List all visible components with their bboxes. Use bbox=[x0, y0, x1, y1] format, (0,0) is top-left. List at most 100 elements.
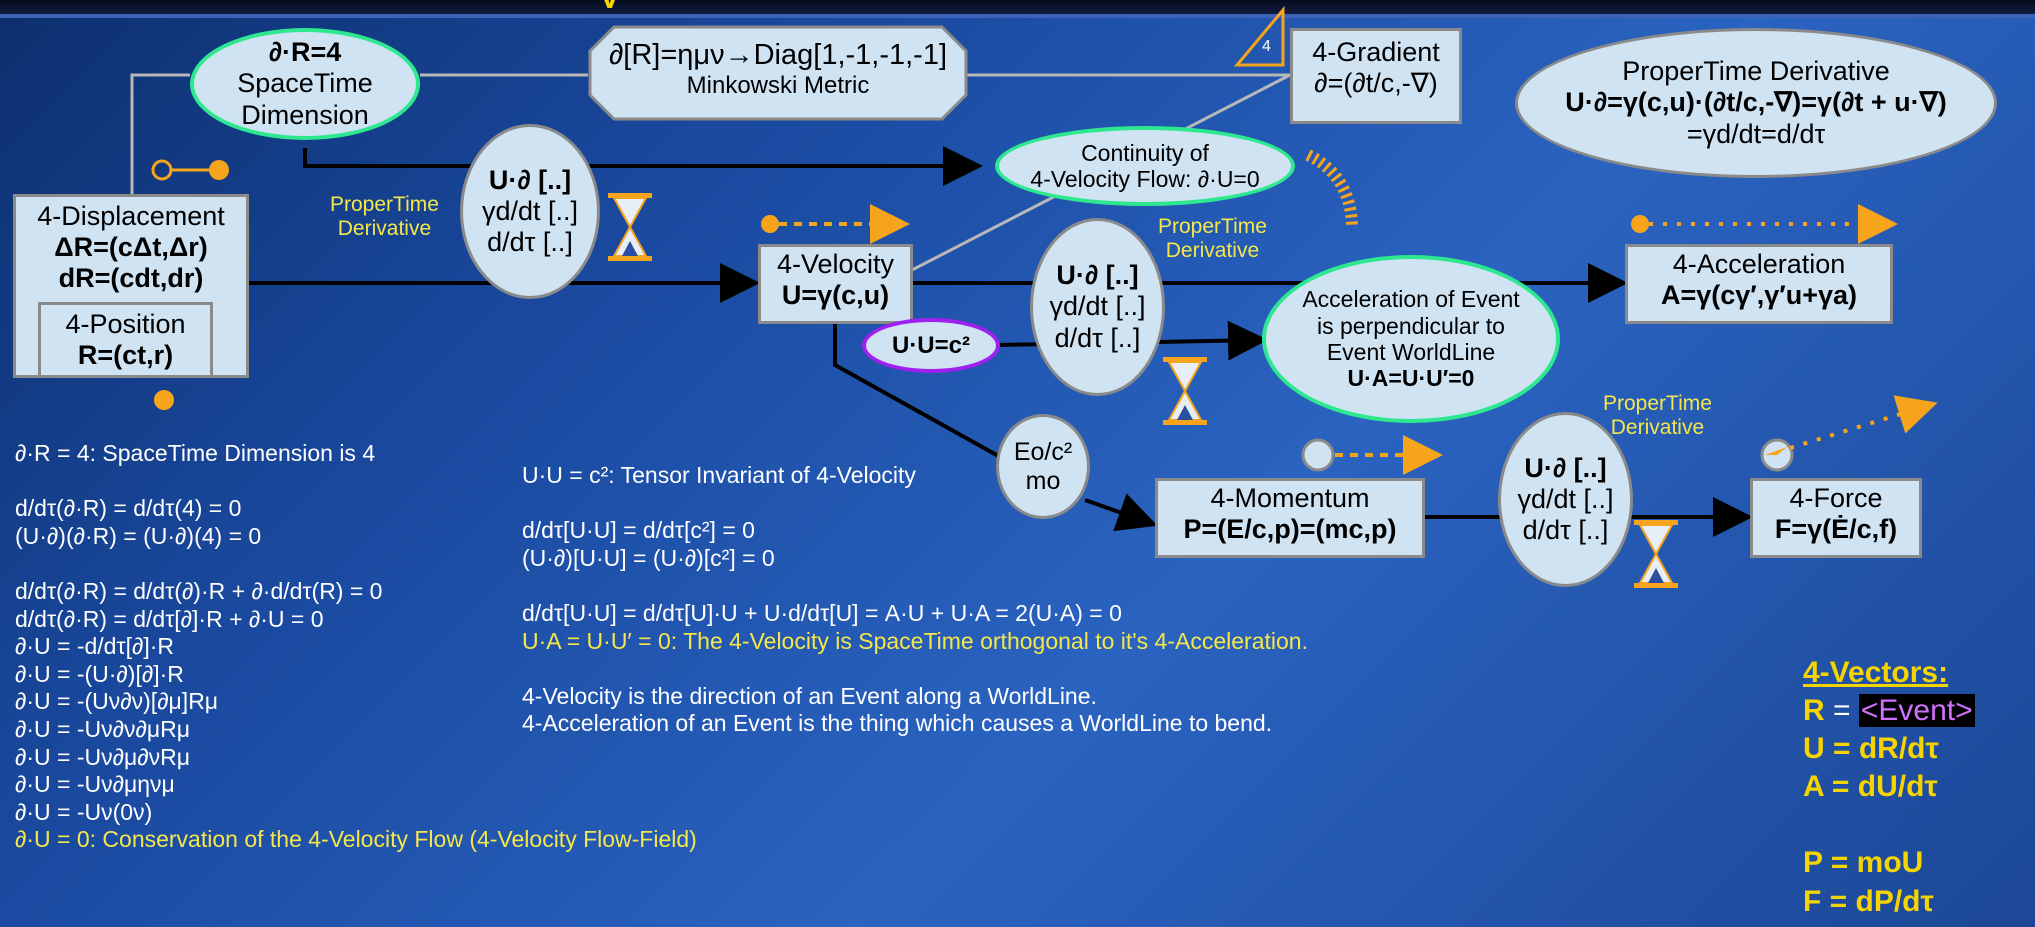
deriv2-line3: d/dτ [..] bbox=[1054, 322, 1141, 353]
deriv1-line3: d/dτ [..] bbox=[487, 227, 573, 258]
deriv2-line2: γd/dt [..] bbox=[1049, 291, 1146, 322]
position-title: 4-Position bbox=[65, 309, 186, 339]
deriv3-line3: d/dτ [..] bbox=[1522, 515, 1609, 546]
dim-line1: ∂·R=4 bbox=[268, 37, 342, 68]
legend-u: U = dR/dτ bbox=[1803, 732, 1939, 766]
rest-mass-line1: Eo/c² bbox=[1013, 437, 1073, 466]
dim-line2: SpaceTime bbox=[237, 68, 373, 99]
ptl1-line1: ProperTime bbox=[330, 193, 439, 216]
left-line: (U·∂)(∂·R) = (U·∂)(4) = 0 bbox=[15, 522, 262, 549]
middle-derivation-text: U·U = c²: Tensor Invariant of 4-Velocity… bbox=[522, 462, 1308, 738]
mid-line bbox=[522, 490, 1308, 518]
velocity-node: 4-Velocity U=γ(c,u) bbox=[758, 244, 913, 324]
ptl3-line2: Derivative bbox=[1610, 416, 1705, 440]
deriv1-line1: U·∂ [..] bbox=[488, 164, 572, 195]
continuity-line2: 4-Velocity Flow: ∂·U=0 bbox=[1030, 166, 1260, 192]
mid-line: d/dτ[U·U] = d/dτ[U]·U + U·d/dτ[U] = A·U … bbox=[522, 599, 1122, 626]
left-line: ∂·U = -Uν∂μ∂νRμ bbox=[15, 743, 190, 770]
left-line: ∂·U = -(U·∂)[∂]·R bbox=[15, 660, 184, 687]
left-line: ∂·U = -Uν∂μηνμ bbox=[15, 771, 175, 798]
left-derivation-text: ∂·R = 4: SpaceTime Dimension is 4 d/dτ(∂… bbox=[15, 440, 697, 854]
title-fragment: y bbox=[600, 0, 640, 8]
acceleration-event-node: Acceleration of Event is perpendicular t… bbox=[1262, 255, 1560, 423]
displacement-diff: dR=(cdt,dr) bbox=[58, 263, 204, 294]
derivative-operator-1: U·∂ [..] γd/dt [..] d/dτ [..] bbox=[460, 124, 600, 299]
force-node: 4-Force F=γ(Ė/c,f) bbox=[1750, 478, 1922, 558]
legend-heading: 4-Vectors: bbox=[1803, 656, 1949, 689]
top-divider bbox=[0, 16, 2035, 18]
left-line: ∂·U = -Uν(0ν) bbox=[15, 798, 153, 825]
left-conclusion: ∂·U = 0: Conservation of the 4-Velocity … bbox=[15, 826, 697, 853]
ae-line3: Event WorldLine bbox=[1326, 339, 1496, 365]
legend-r-eq: = bbox=[1833, 694, 1851, 728]
left-line: ∂·U = -d/dτ[∂]·R bbox=[15, 633, 174, 660]
triangle-label: 4 bbox=[1262, 38, 1271, 55]
mid-line: (U·∂)[U·U] = (U·∂)[c²] = 0 bbox=[522, 544, 775, 571]
derivative-operator-3: U·∂ [..] γd/dt [..] d/dτ [..] bbox=[1498, 412, 1633, 587]
force-title: 4-Force bbox=[1789, 483, 1883, 513]
mid-line: U·U = c²: Tensor Invariant of 4-Velocity bbox=[522, 462, 916, 488]
deriv3-line1: U·∂ [..] bbox=[1524, 452, 1607, 483]
ptl1-line2: Derivative bbox=[337, 217, 432, 241]
ae-line1: Acceleration of Event bbox=[1302, 286, 1520, 313]
acceleration-node: 4-Acceleration A=γ(cγ′,γ′u+γa) bbox=[1625, 244, 1893, 324]
legend-r-value: <Event> bbox=[1858, 694, 1975, 728]
top-banner bbox=[0, 0, 2035, 16]
line-to-continuity bbox=[303, 146, 983, 186]
derivative-operator-2: U·∂ [..] γd/dt [..] d/dτ [..] bbox=[1030, 218, 1165, 396]
ae-line4: U·A=U·U′=0 bbox=[1347, 365, 1475, 392]
spacetime-dimension-node: ∂·R=4 SpaceTime Dimension bbox=[190, 28, 420, 140]
gradient-formula: ∂=(∂t/c,-∇) bbox=[1314, 68, 1438, 99]
legend-r-symbol: R bbox=[1803, 694, 1825, 728]
left-line: ∂·R = 4: SpaceTime Dimension is 4 bbox=[15, 440, 376, 466]
legend-a: A = dU/dτ bbox=[1803, 770, 1938, 804]
ptd-line3: =γd/dt=d/dτ bbox=[1686, 118, 1826, 149]
mid-note: 4-Velocity is the direction of an Event … bbox=[522, 682, 1097, 709]
minkowski-metric-node: ∂[R]=ημν→Diag[1,-1,-1,-1] Minkowski Metr… bbox=[588, 25, 968, 121]
deriv3-line2: γd/dt [..] bbox=[1517, 483, 1614, 514]
left-line: d/dτ(∂·R) = d/dτ[∂]·R + ∂·U = 0 bbox=[15, 605, 324, 632]
hourglass-icon-2 bbox=[1163, 357, 1207, 425]
acceleration-title: 4-Acceleration bbox=[1672, 249, 1846, 279]
ptl3-line1: ProperTime bbox=[1603, 392, 1712, 415]
left-line: ∂·U = -Uν∂ν∂μRμ bbox=[15, 715, 190, 742]
triangle-icon bbox=[1233, 5, 1285, 67]
rest-mass-line2: mo bbox=[1025, 466, 1061, 495]
propertime-derivative-node: ProperTime Derivative U·∂=γ(c,u)·(∂t/c,-… bbox=[1515, 28, 1997, 178]
four-vectors-legend: 4-Vectors: R = <Event> U = dR/dτ A = dU/… bbox=[1803, 654, 1975, 921]
displacement-title: 4-Displacement bbox=[37, 201, 225, 231]
legend-f: F = dP/dτ bbox=[1803, 884, 1934, 918]
left-line: d/dτ(∂·R) = d/dτ(4) = 0 bbox=[15, 495, 242, 522]
momentum-title: 4-Momentum bbox=[1210, 483, 1370, 513]
uu-node: U·U=c² bbox=[862, 318, 1000, 373]
mid-conclusion: U·A = U·U′ = 0: The 4-Velocity is SpaceT… bbox=[522, 627, 1308, 654]
line-gray-dim bbox=[130, 73, 190, 194]
velocity-title: 4-Velocity bbox=[776, 249, 895, 279]
momentum-formula: P=(E/c,p)=(mc,p) bbox=[1183, 514, 1397, 545]
propertime-label-2: ProperTime Derivative bbox=[1158, 215, 1267, 263]
gradient-title: 4-Gradient bbox=[1312, 37, 1440, 67]
metric-label: Minkowski Metric bbox=[686, 72, 870, 100]
arrow-to-momentum bbox=[1084, 493, 1158, 532]
rest-mass-node: Eo/c² mo bbox=[996, 414, 1090, 519]
ptl2-line2: Derivative bbox=[1165, 239, 1260, 263]
deriv2-line1: U·∂ [..] bbox=[1056, 260, 1139, 291]
velocity-formula: U=γ(c,u) bbox=[781, 280, 890, 311]
position-node: 4-Position R=(ct,r) bbox=[38, 302, 213, 378]
left-line: d/dτ(∂·R) = d/dτ(∂)·R + ∂·d/dτ(R) = 0 bbox=[15, 577, 383, 604]
ae-line2: is perpendicular to bbox=[1317, 312, 1505, 339]
mid-note: 4-Acceleration of an Event is the thing … bbox=[522, 710, 1273, 737]
force-formula: F=γ(Ė/c,f) bbox=[1774, 514, 1898, 545]
propertime-label-3: ProperTime Derivative bbox=[1603, 392, 1712, 440]
uu-label: U·U=c² bbox=[891, 331, 970, 359]
position-formula: R=(ct,r) bbox=[77, 340, 174, 371]
metric-formula: ∂[R]=ημν→Diag[1,-1,-1,-1] bbox=[608, 39, 948, 71]
mid-line: d/dτ[U·U] = d/dτ[c²] = 0 bbox=[522, 517, 755, 544]
left-line: ∂·U = -(Uν∂ν)[∂μ]Rμ bbox=[15, 688, 219, 715]
propertime-label-1: ProperTime Derivative bbox=[330, 193, 439, 241]
ptl2-line1: ProperTime bbox=[1158, 215, 1267, 238]
ptd-line2: U·∂=γ(c,u)·(∂t/c,-∇)=γ(∂t + u·∇) bbox=[1565, 87, 1947, 118]
dim-line3: Dimension bbox=[241, 99, 369, 130]
momentum-node: 4-Momentum P=(E/c,p)=(mc,p) bbox=[1155, 478, 1425, 558]
ptd-title: ProperTime Derivative bbox=[1622, 56, 1890, 87]
